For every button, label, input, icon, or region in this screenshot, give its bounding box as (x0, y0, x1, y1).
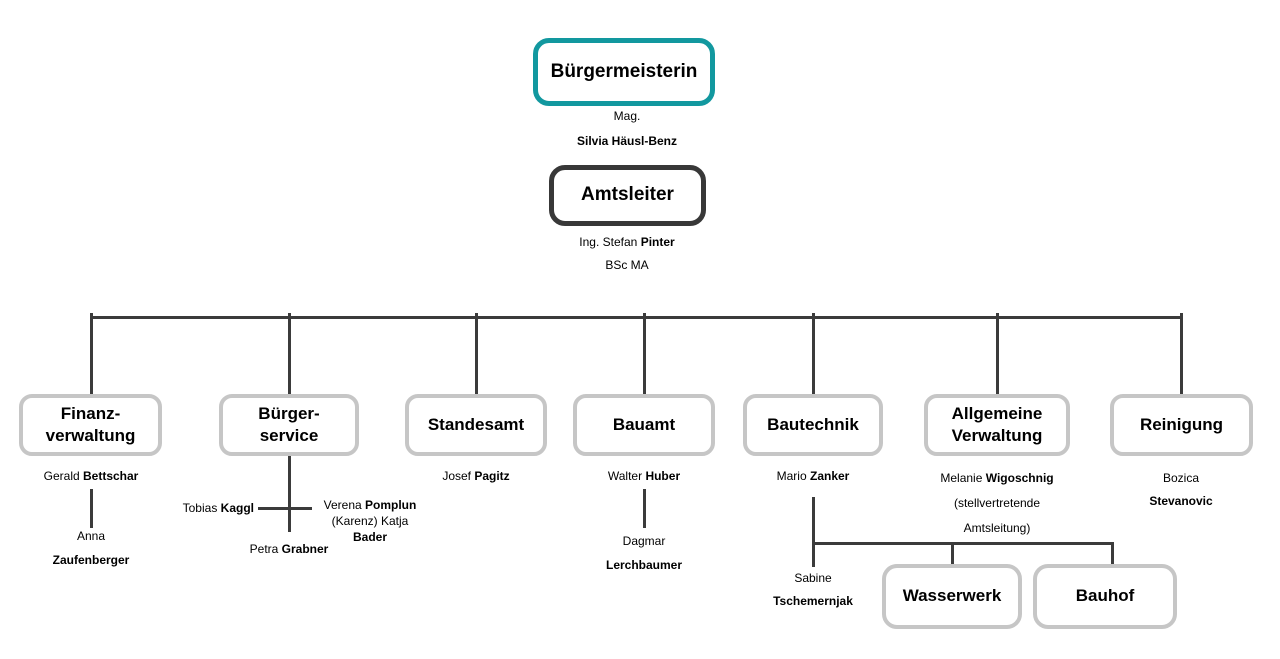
node-title: Bauhof (1075, 586, 1135, 606)
drop-buergerservice (287, 313, 291, 394)
caption-buergermeisterin: Mag. Silvia Häusl-Benz (527, 104, 727, 154)
connector-finanz-sub (89, 489, 93, 528)
drop-bauamt (642, 313, 646, 394)
node-title: Finanz- (60, 403, 121, 423)
staff-bautechnik: Sabine Tschemernjak (773, 571, 853, 608)
connector-bauamt-sub (642, 489, 646, 528)
node-standesamt: Standesamt (405, 394, 547, 456)
node-title: Bürgermeisterin (550, 60, 698, 82)
node-amtsleiter: Amtsleiter (549, 165, 706, 226)
caption-name: Ing. Stefan Pinter (579, 235, 675, 249)
node-buergerservice: Bürger- service (219, 394, 359, 456)
staff-reinigung: Bozica Stevanovic (1149, 471, 1213, 508)
node-title: Bauamt (612, 414, 676, 434)
caption-amtsleiter: Ing. Stefan Pinter BSc MA (527, 231, 727, 277)
main-connector-bar (89, 316, 1183, 319)
node-title-line2: Verwaltung (951, 426, 1043, 445)
node-title: Amtsleiter (581, 184, 674, 206)
node-bauhof: Bauhof (1033, 564, 1177, 629)
staff-finanzverwaltung: Anna Zaufenberger (52, 529, 130, 567)
head-allgemeine-verwaltung: Melanie Wigoschnig (stellvertretende Amt… (940, 471, 1054, 535)
node-reinigung: Reinigung (1110, 394, 1253, 456)
node-title: Standesamt (427, 414, 525, 434)
caption-degree: BSc MA (605, 258, 649, 272)
node-title-line2: verwaltung (45, 426, 136, 445)
connector-buergerservice-cross (258, 507, 312, 510)
connector-bautechnik-riser (811, 497, 815, 545)
caption-name: Silvia Häusl-Benz (576, 134, 678, 148)
node-title: Wasserwerk (902, 586, 1002, 606)
staff-buergerservice-left: Tobias Kaggl (182, 501, 254, 515)
head-finanzverwaltung: Gerald Bettschar (43, 469, 139, 483)
caption-degree: Mag. (613, 109, 641, 123)
drop-allgemeine-verwaltung (995, 313, 999, 394)
drop-finanzverwaltung (89, 313, 93, 394)
staff-buergerservice-bottom: Petra Grabner (249, 542, 329, 556)
drop-reinigung (1179, 313, 1183, 394)
node-buergermeisterin: Bürgermeisterin (533, 38, 715, 106)
node-title-line2: service (259, 426, 319, 445)
drop-tschemernjak (811, 542, 815, 567)
connector-buergerservice-sub (287, 456, 291, 532)
node-title: Reinigung (1139, 414, 1224, 434)
staff-bauamt: Dagmar Lerchbaumer (605, 534, 683, 572)
node-finanzverwaltung: Finanz- verwaltung (19, 394, 162, 456)
drop-wasserwerk (950, 542, 954, 565)
head-bautechnik: Mario Zanker (776, 469, 850, 483)
drop-standesamt (474, 313, 478, 394)
connector-bautechnik-bar (811, 542, 1114, 545)
node-title: Bautechnik (767, 414, 859, 434)
node-allgemeine-verwaltung: Allgemeine Verwaltung (924, 394, 1070, 456)
node-bautechnik: Bautechnik (743, 394, 883, 456)
node-wasserwerk: Wasserwerk (882, 564, 1022, 629)
drop-bautechnik (811, 313, 815, 394)
node-title: Allgemeine (951, 403, 1043, 423)
staff-buergerservice-right: Verena Pomplun (Karenz) Katja Bader (323, 498, 417, 544)
node-title: Bürger- (258, 403, 320, 423)
node-bauamt: Bauamt (573, 394, 715, 456)
drop-bauhof (1110, 542, 1114, 565)
head-bauamt: Walter Huber (607, 469, 681, 483)
head-standesamt: Josef Pagitz (442, 469, 510, 483)
